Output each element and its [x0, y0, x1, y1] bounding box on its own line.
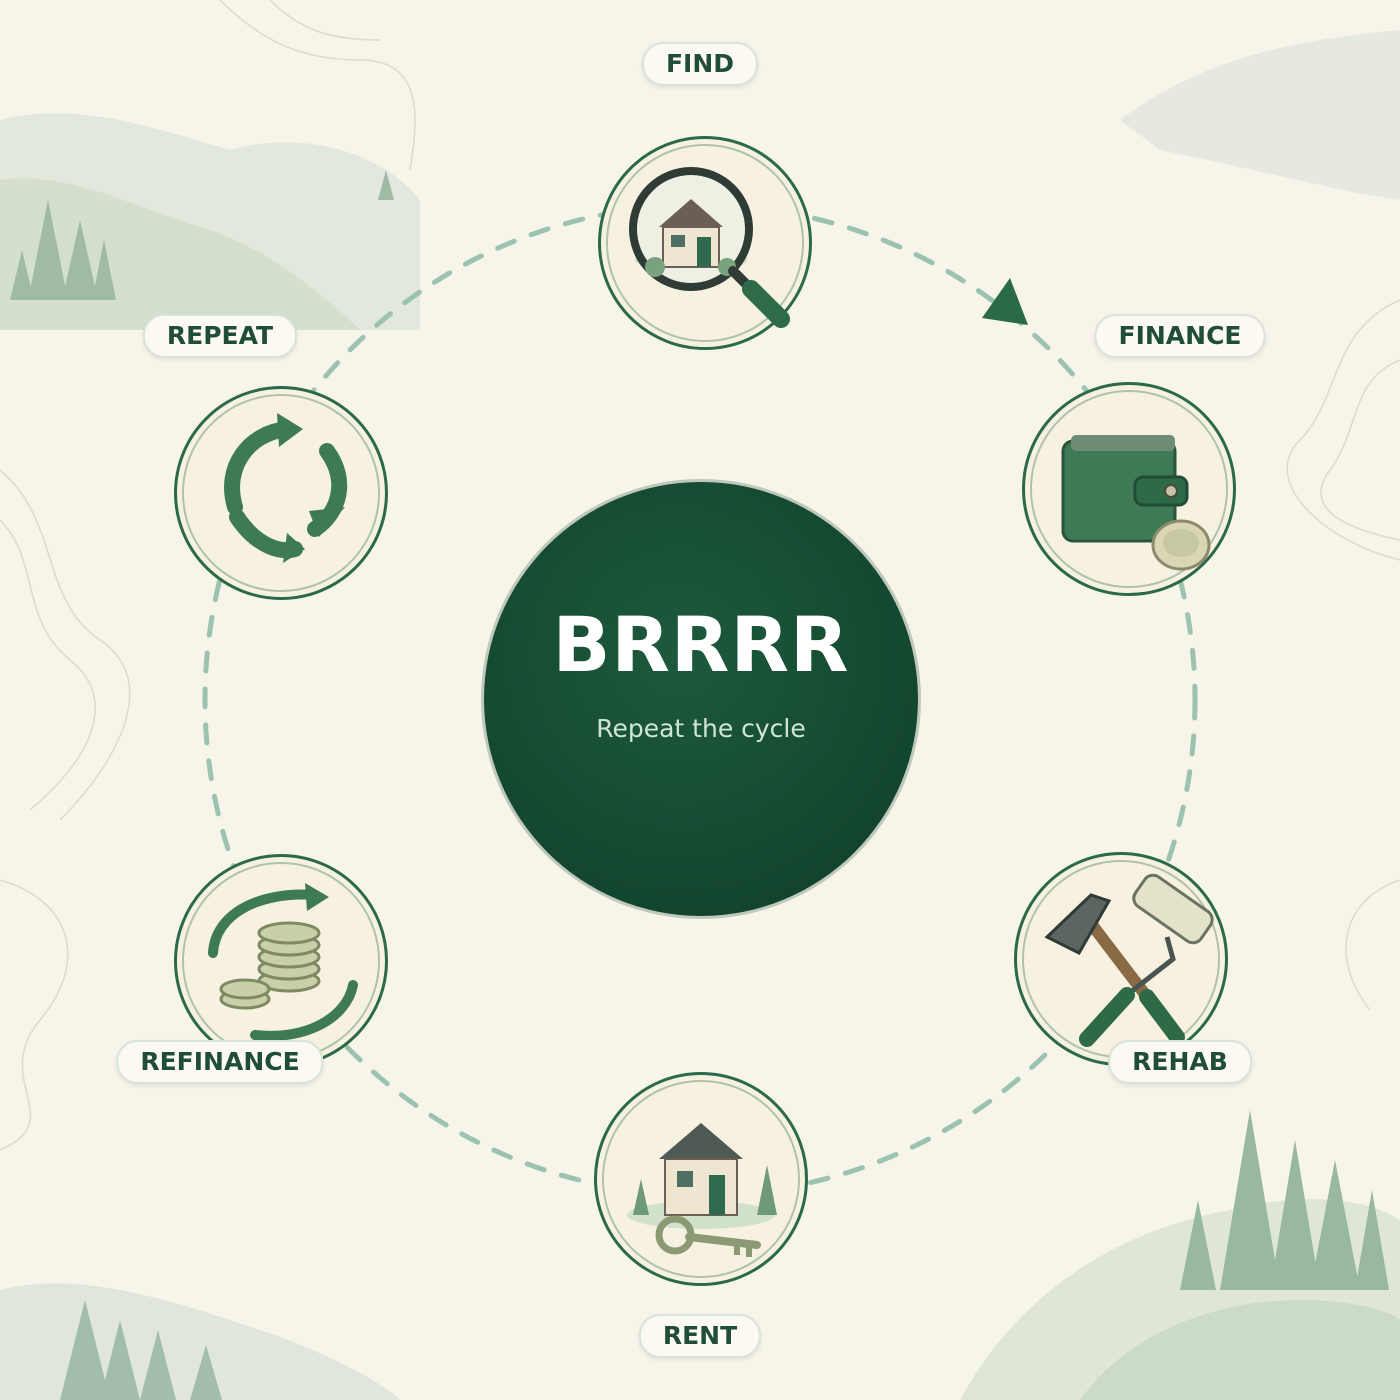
cycle-arrows-icon — [224, 413, 348, 563]
step-refinance-node[interactable] — [174, 854, 388, 1068]
step-rehab-label: REHAB — [1108, 1040, 1252, 1084]
step-repeat-node[interactable] — [174, 386, 388, 600]
coins-cycle-icon — [208, 883, 358, 1041]
center-subtitle: Repeat the cycle — [596, 714, 806, 743]
step-rent-node[interactable] — [594, 1072, 808, 1286]
step-finance-label: FINANCE — [1094, 314, 1266, 358]
center-circle: BRRRR Repeat the cycle — [484, 482, 918, 916]
house-key-icon — [627, 1123, 777, 1257]
hills-bottom-right — [960, 1110, 1400, 1400]
step-rent-label: RENT — [638, 1314, 762, 1358]
cycle-path — [202, 202, 1198, 1198]
cycle-direction-arrow — [982, 278, 1028, 325]
step-repeat-label: REPEAT — [142, 314, 298, 358]
step-find-label: FIND — [641, 42, 759, 86]
hammer-roller-icon — [1044, 873, 1214, 1047]
magnifier-house-icon — [629, 167, 790, 328]
wallet-coin-icon — [1061, 435, 1211, 571]
step-finance-node[interactable] — [1022, 382, 1236, 596]
step-refinance-label: REFINANCE — [116, 1040, 324, 1084]
hills-top-left — [0, 113, 420, 330]
hills-bottom-left — [0, 1283, 400, 1400]
hills-top-right — [1120, 30, 1400, 200]
topo-lines — [0, 0, 1400, 1151]
center-title: BRRRR — [552, 600, 850, 689]
step-rehab-node[interactable] — [1014, 852, 1228, 1066]
step-find-node[interactable] — [598, 136, 812, 350]
